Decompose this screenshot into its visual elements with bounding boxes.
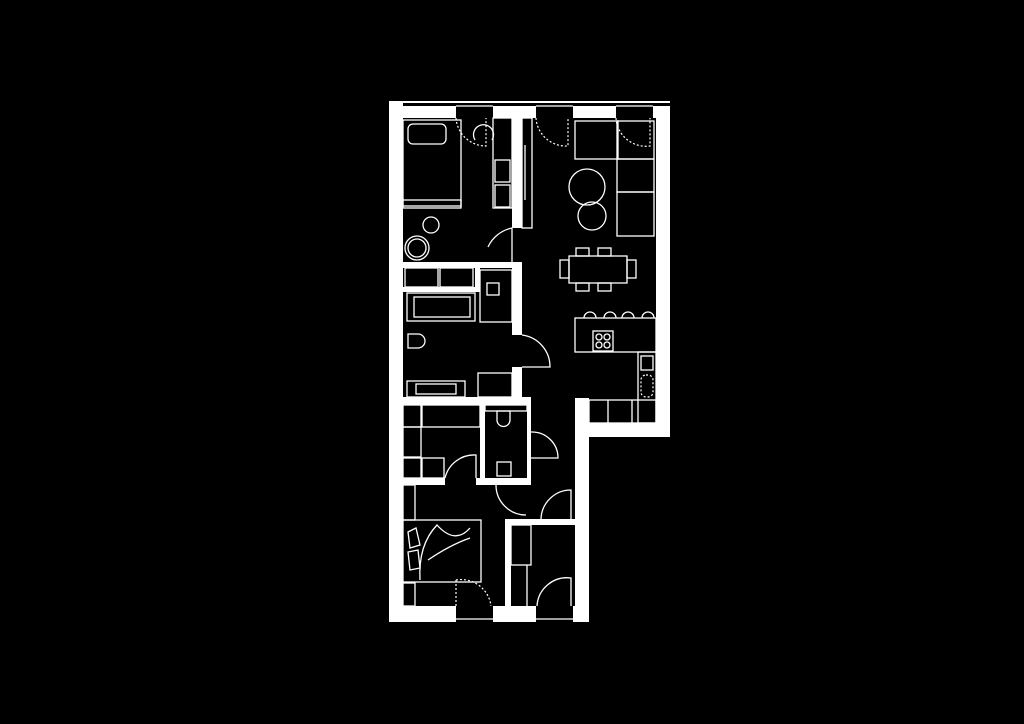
blanket bbox=[419, 524, 471, 581]
bed bbox=[402, 519, 482, 583]
sink-counter bbox=[406, 380, 466, 398]
bathroom-furniture bbox=[404, 267, 521, 398]
bed bbox=[402, 119, 462, 207]
sofa bbox=[574, 120, 619, 160]
living-furniture bbox=[559, 120, 667, 424]
sink bbox=[415, 383, 457, 395]
hall-cabinet bbox=[510, 524, 532, 566]
shower bbox=[479, 269, 513, 323]
coffee-table bbox=[568, 168, 606, 206]
cooktop bbox=[592, 330, 614, 352]
sink bbox=[496, 461, 512, 477]
outer-walls bbox=[389, 101, 670, 622]
pillow bbox=[407, 549, 421, 571]
pillow bbox=[407, 123, 447, 145]
cabinet bbox=[439, 267, 474, 288]
bar-stool bbox=[641, 311, 655, 319]
wardrobe bbox=[492, 117, 513, 209]
shelf bbox=[402, 404, 422, 428]
interior-walls bbox=[403, 118, 575, 606]
toilet bbox=[496, 410, 511, 428]
bathtub bbox=[406, 292, 476, 322]
pillow bbox=[407, 527, 421, 549]
armchair bbox=[404, 235, 430, 261]
bar-stool bbox=[603, 311, 617, 319]
cabinets bbox=[588, 399, 657, 424]
kitchen-island bbox=[574, 317, 657, 353]
cabinet bbox=[404, 267, 439, 288]
windows bbox=[456, 103, 653, 622]
bar-stool bbox=[583, 311, 597, 319]
dining-table bbox=[568, 255, 628, 284]
toilet bbox=[407, 333, 426, 349]
side-table bbox=[422, 216, 440, 234]
washer bbox=[477, 372, 513, 398]
bedroom-furniture bbox=[402, 117, 533, 261]
bar-stool bbox=[621, 311, 635, 319]
lower-furniture bbox=[402, 404, 573, 616]
doors bbox=[444, 117, 651, 607]
coffee-table bbox=[577, 201, 607, 231]
plant bbox=[472, 124, 495, 141]
